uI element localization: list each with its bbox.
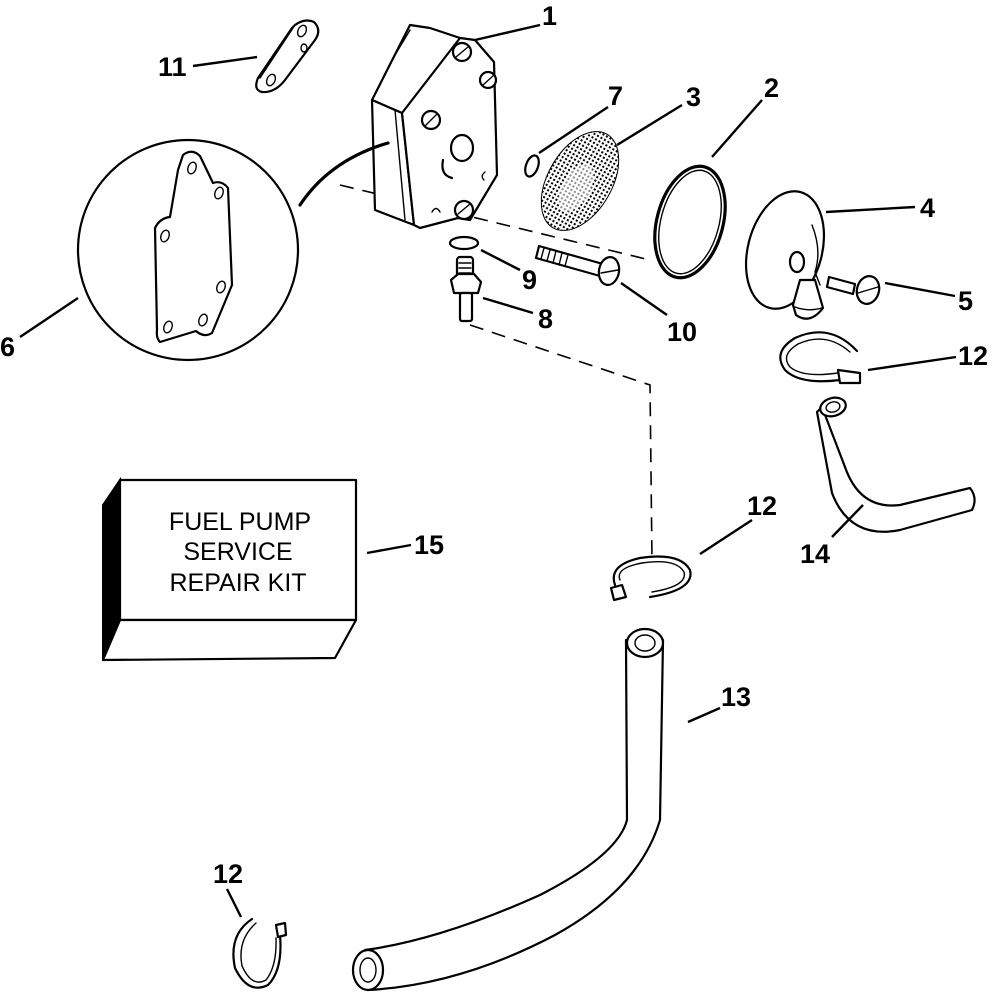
assembly-guide-lines [339, 184, 653, 561]
callout-7: 7 [608, 81, 623, 111]
fitting-8[interactable] [449, 255, 483, 323]
callout-2: 2 [764, 73, 779, 103]
leader-12-middle [699, 518, 753, 556]
leader-11 [192, 55, 258, 68]
check-valve-seal-7[interactable] [523, 154, 542, 179]
callout-3: 3 [686, 82, 701, 112]
o-ring-2[interactable] [643, 158, 736, 285]
callout-numbers: 1 2 3 4 5 6 7 8 9 10 11 12 12 12 13 14 1… [0, 1, 988, 889]
leader-8 [482, 296, 534, 315]
service-repair-kit-15[interactable]: FUEL PUMP SERVICE REPAIR KIT [101, 476, 358, 662]
leader-3 [616, 103, 683, 147]
callout-11: 11 [158, 52, 187, 82]
leader-10 [620, 282, 668, 316]
filter-screen-3[interactable] [525, 118, 634, 244]
leader-12-upper [867, 355, 957, 372]
leader-5 [884, 281, 956, 298]
callout-4: 4 [920, 193, 935, 223]
filter-cover-4[interactable] [734, 182, 837, 320]
mounting-screw-10[interactable] [534, 244, 621, 287]
leader-9 [480, 248, 521, 272]
callout-12-upper: 12 [958, 341, 988, 371]
guide-line-fitting-clamp [469, 324, 653, 561]
leader-14 [831, 504, 864, 538]
callout-15: 15 [414, 530, 444, 560]
leader-2 [711, 99, 763, 158]
detail-circle [76, 138, 300, 362]
leader-1 [474, 23, 541, 42]
fuel-pump-body-1[interactable] [370, 23, 499, 230]
gasket-pointer-line [298, 141, 390, 207]
callout-9: 9 [522, 265, 537, 295]
kit-label-line-2: SERVICE [183, 538, 292, 566]
cover-plate-11[interactable] [255, 19, 320, 94]
callout-8: 8 [538, 304, 553, 334]
leader-7 [538, 106, 609, 154]
callout-14: 14 [800, 539, 830, 569]
callout-12-lower: 12 [213, 859, 243, 889]
kit-label-line-1: FUEL PUMP [169, 508, 311, 536]
leader-13 [687, 706, 721, 724]
leader-15 [366, 543, 412, 555]
callout-5: 5 [958, 286, 973, 316]
pump-gasket-6[interactable] [76, 138, 300, 362]
cover-screw-5[interactable] [825, 274, 882, 307]
hose-clamp-12-middle[interactable] [609, 555, 692, 602]
hose-clamp-12-upper[interactable] [779, 331, 862, 385]
kit-label-line-3: REPAIR KIT [169, 569, 306, 597]
fuel-hose-upper-14[interactable] [815, 395, 976, 533]
fitting-o-ring-9[interactable] [448, 235, 480, 251]
leader-12-lower [225, 888, 243, 918]
callout-13: 13 [721, 682, 751, 712]
leader-6 [19, 297, 79, 338]
callout-12-middle: 12 [747, 491, 777, 521]
callout-6: 6 [0, 332, 15, 362]
fuel-hose-lower-13[interactable] [351, 627, 665, 992]
hose-clamp-12-lower[interactable] [232, 917, 288, 989]
callout-10: 10 [667, 317, 697, 347]
leader-4 [825, 205, 916, 214]
leader-lines [19, 23, 957, 918]
callout-1: 1 [542, 1, 557, 31]
